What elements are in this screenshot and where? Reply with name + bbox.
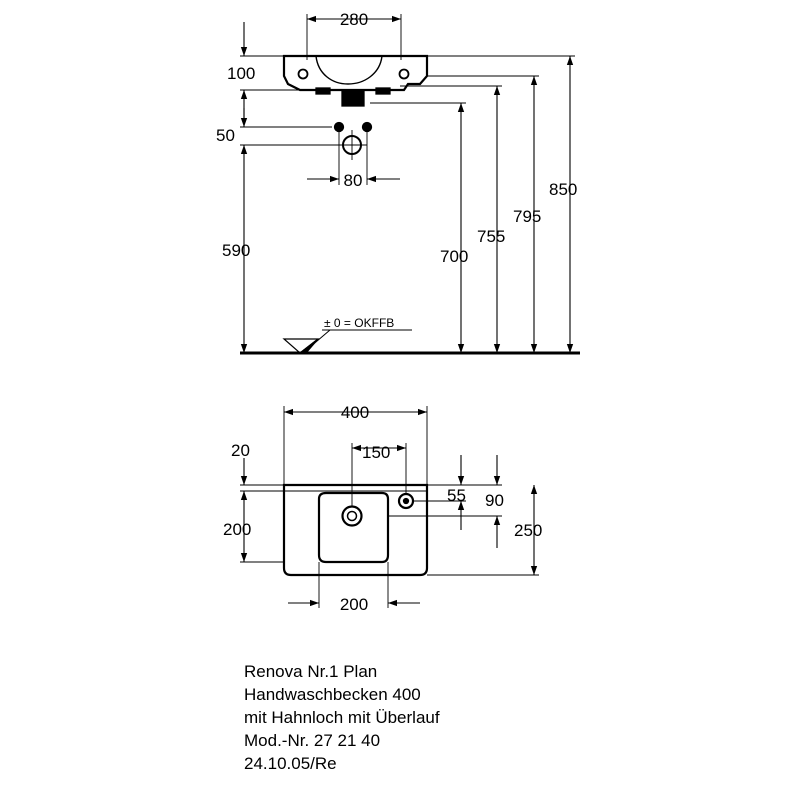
dim-label-90: 90 <box>485 491 504 510</box>
caption-model-number: Mod.-Nr. 27 21 40 <box>244 731 381 750</box>
plan-view <box>240 406 539 608</box>
dim-label-200-bottom: 200 <box>340 595 368 614</box>
dim-label-280: 280 <box>340 10 368 29</box>
dim-label-100: 100 <box>227 64 255 83</box>
floor-label-leader <box>302 329 331 354</box>
floor-level-fill <box>298 338 319 354</box>
basin-front-outline <box>282 54 429 92</box>
dim-label-200-left: 200 <box>223 520 251 539</box>
basin-drain-inner <box>346 510 358 522</box>
product-caption: Renova Nr.1 Plan Handwaschbecken 400 mit… <box>244 660 644 775</box>
caption-date: 24.10.05/Re <box>244 754 337 773</box>
caption-product-type: Handwaschbecken 400 <box>244 685 421 704</box>
dim-label-700: 700 <box>440 247 468 266</box>
basin-plan-outline <box>282 483 429 577</box>
drain-outlet <box>341 89 365 107</box>
basin-bowl-outline <box>317 491 390 564</box>
dim-label-150: 150 <box>362 443 390 462</box>
dim-label-400: 400 <box>341 403 369 422</box>
underside-bracket-right <box>375 87 391 95</box>
water-connection-left <box>333 121 345 133</box>
dim-label-20: 20 <box>231 441 250 460</box>
fixing-hole-left <box>297 68 309 80</box>
caption-features: mit Hahnloch mit Überlauf <box>244 708 440 727</box>
dim-label-850: 850 <box>549 180 577 199</box>
caption-product-name: Renova Nr.1 Plan <box>244 662 378 681</box>
dim-label-250: 250 <box>514 521 542 540</box>
basin-drain-outer <box>341 505 363 527</box>
water-connection-right <box>361 121 373 133</box>
dim-label-755: 755 <box>477 227 505 246</box>
floor-level-symbol <box>282 338 320 354</box>
dim-label-590: 590 <box>222 241 250 260</box>
dim-label-55: 55 <box>447 486 466 505</box>
dim-label-50: 50 <box>216 126 235 145</box>
tap-hole-inner <box>402 497 410 505</box>
underside-bracket-left <box>315 87 331 95</box>
dim-label-795: 795 <box>513 207 541 226</box>
fixing-hole-right <box>398 68 410 80</box>
elevation-view <box>240 14 580 355</box>
dim-label-80: 80 <box>344 171 363 190</box>
basin-bowl-curve <box>315 55 383 85</box>
floor-level-label: ± 0 = OKFFB <box>324 316 394 330</box>
